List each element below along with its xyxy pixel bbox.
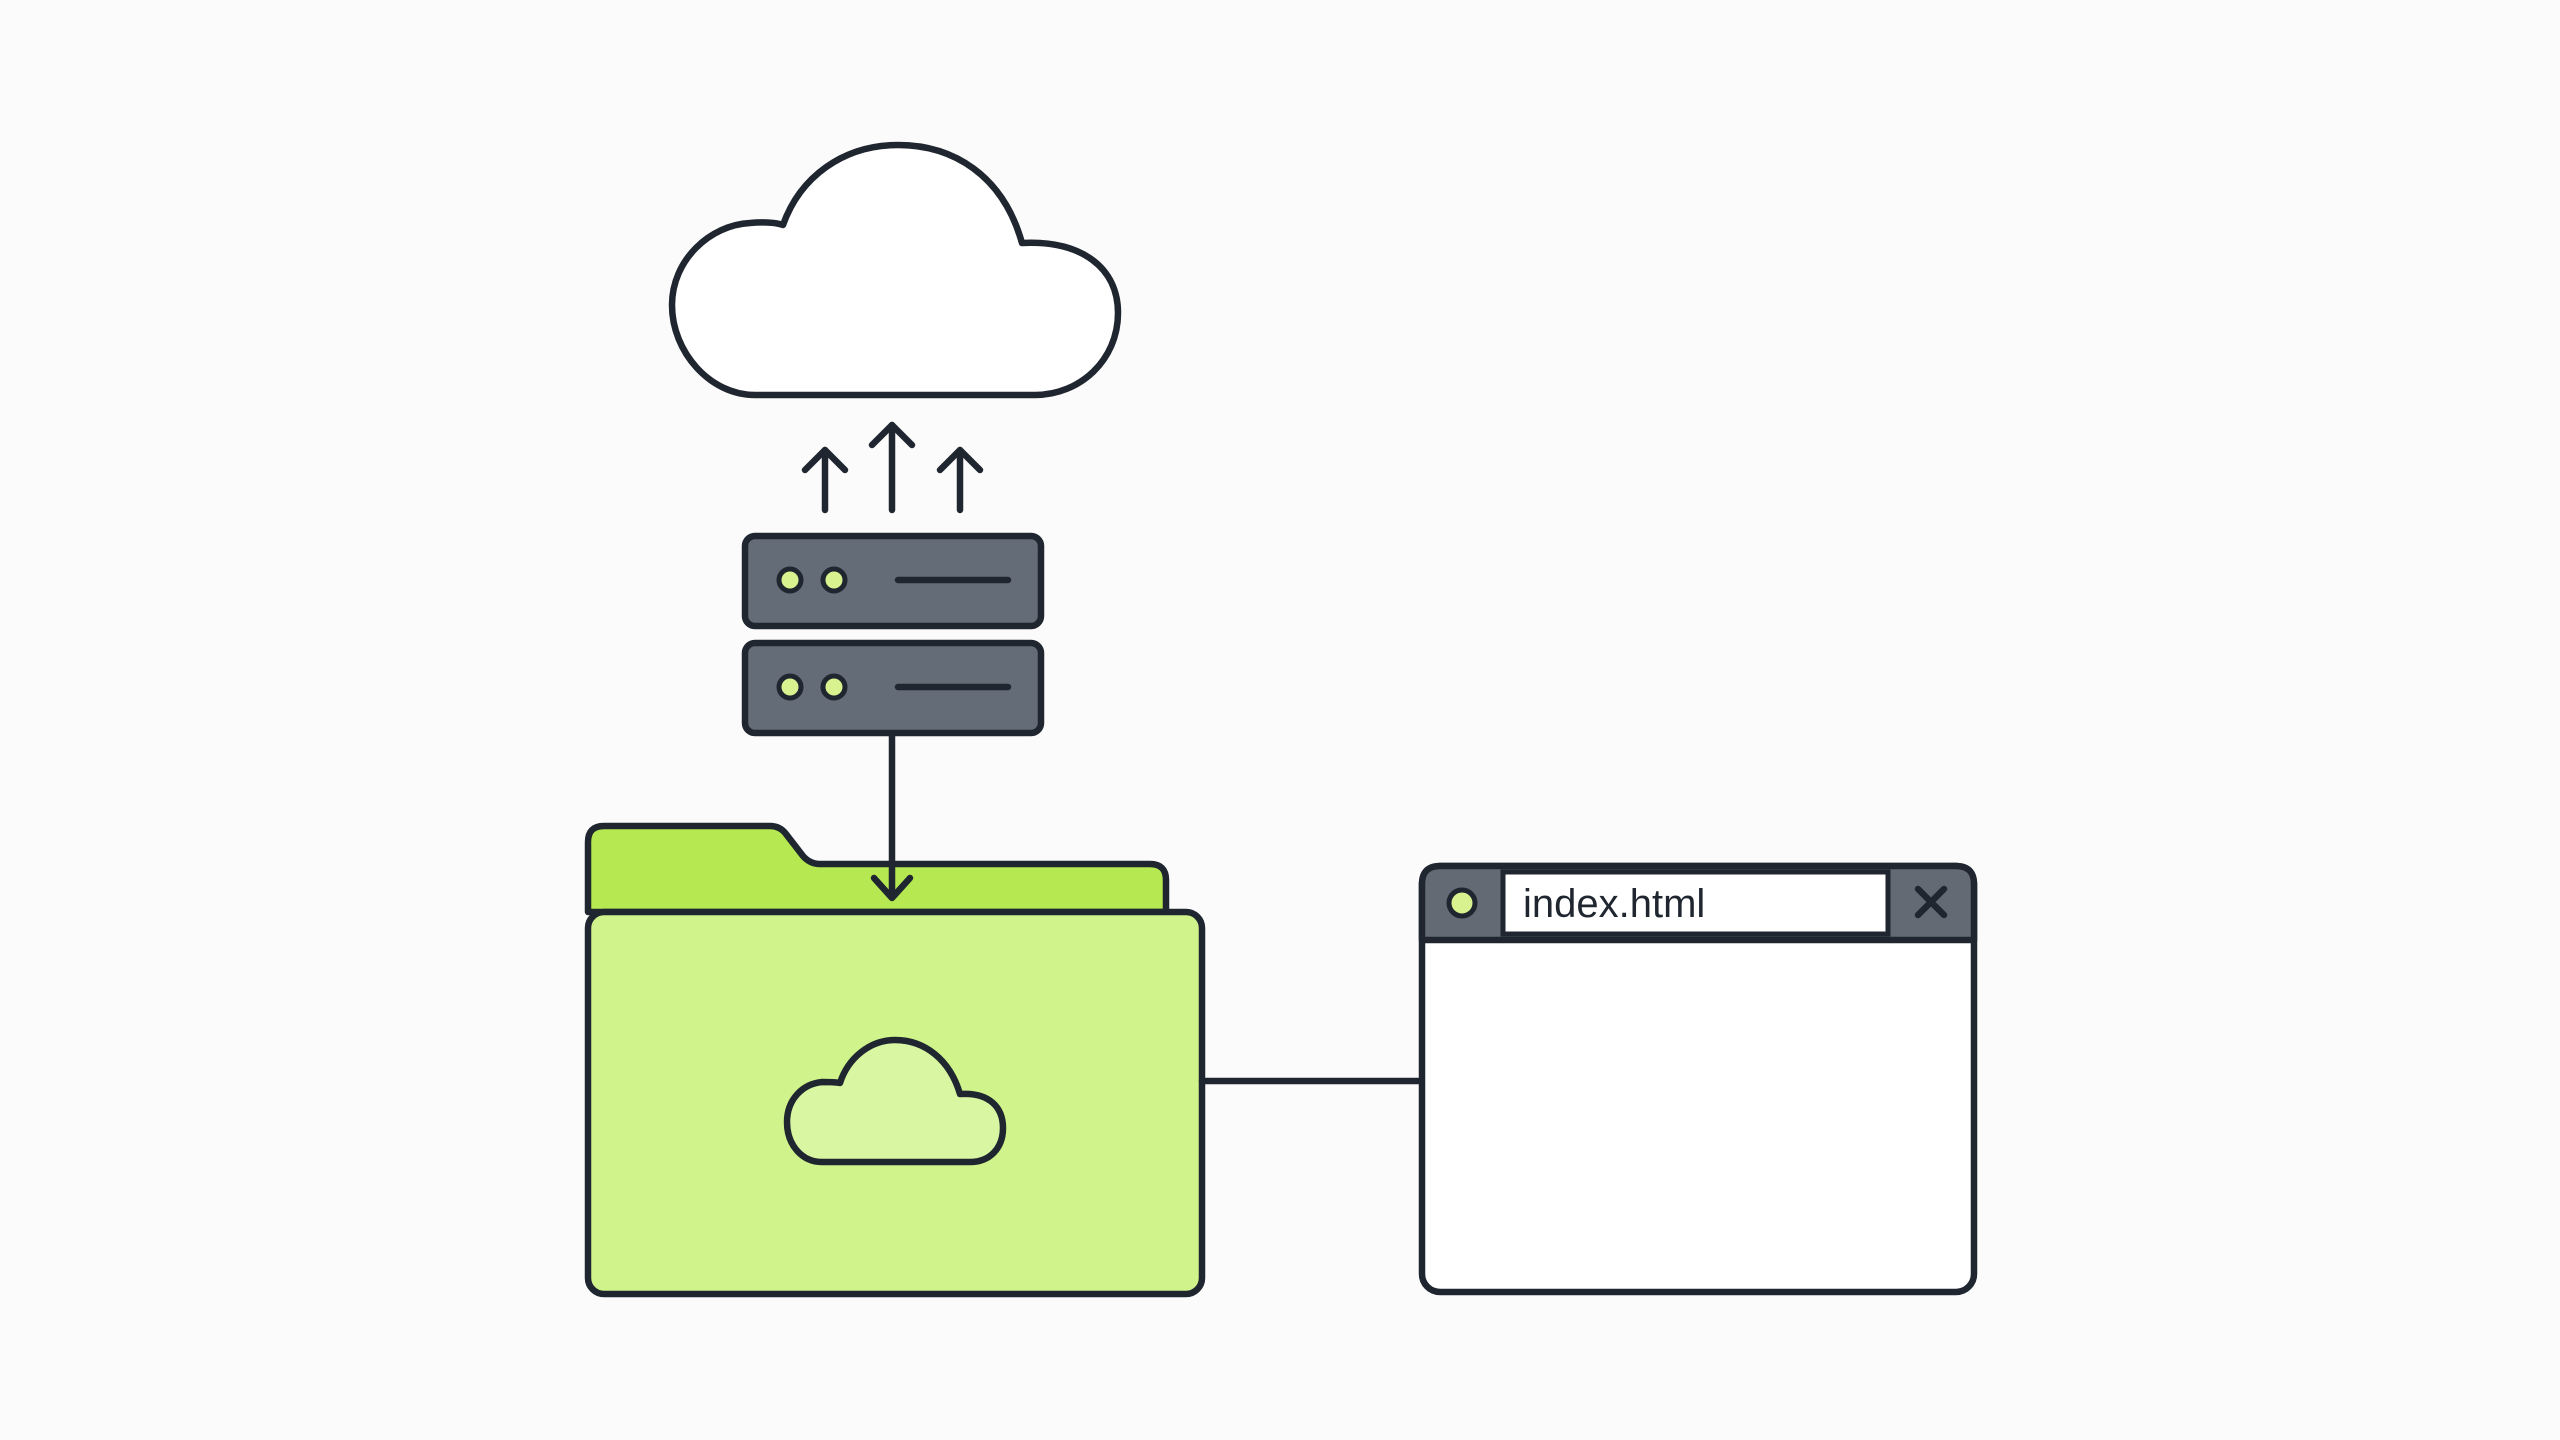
server-led <box>820 566 848 594</box>
browser-window-icon: index.html <box>1418 862 1978 1296</box>
down-arrow-icon <box>870 731 914 902</box>
tab-label: index.html <box>1523 882 1705 926</box>
server-rack-icon <box>741 532 1045 737</box>
folder-back <box>584 822 1170 916</box>
tab[interactable] <box>1500 869 1891 937</box>
server-led <box>820 673 848 701</box>
status-dot-icon <box>1446 887 1478 919</box>
server-unit <box>741 639 1045 737</box>
cloud-icon <box>783 1036 1007 1166</box>
server-led <box>776 673 804 701</box>
up-arrow-icon <box>801 446 849 514</box>
up-arrow-icon <box>936 446 984 514</box>
upload-arrows <box>801 421 984 514</box>
cloud-icon <box>668 141 1122 399</box>
server-unit <box>741 532 1045 630</box>
up-arrow-icon <box>868 421 916 514</box>
folder-icon <box>584 908 1206 1298</box>
close-icon[interactable] <box>1914 885 1948 919</box>
server-led <box>776 566 804 594</box>
